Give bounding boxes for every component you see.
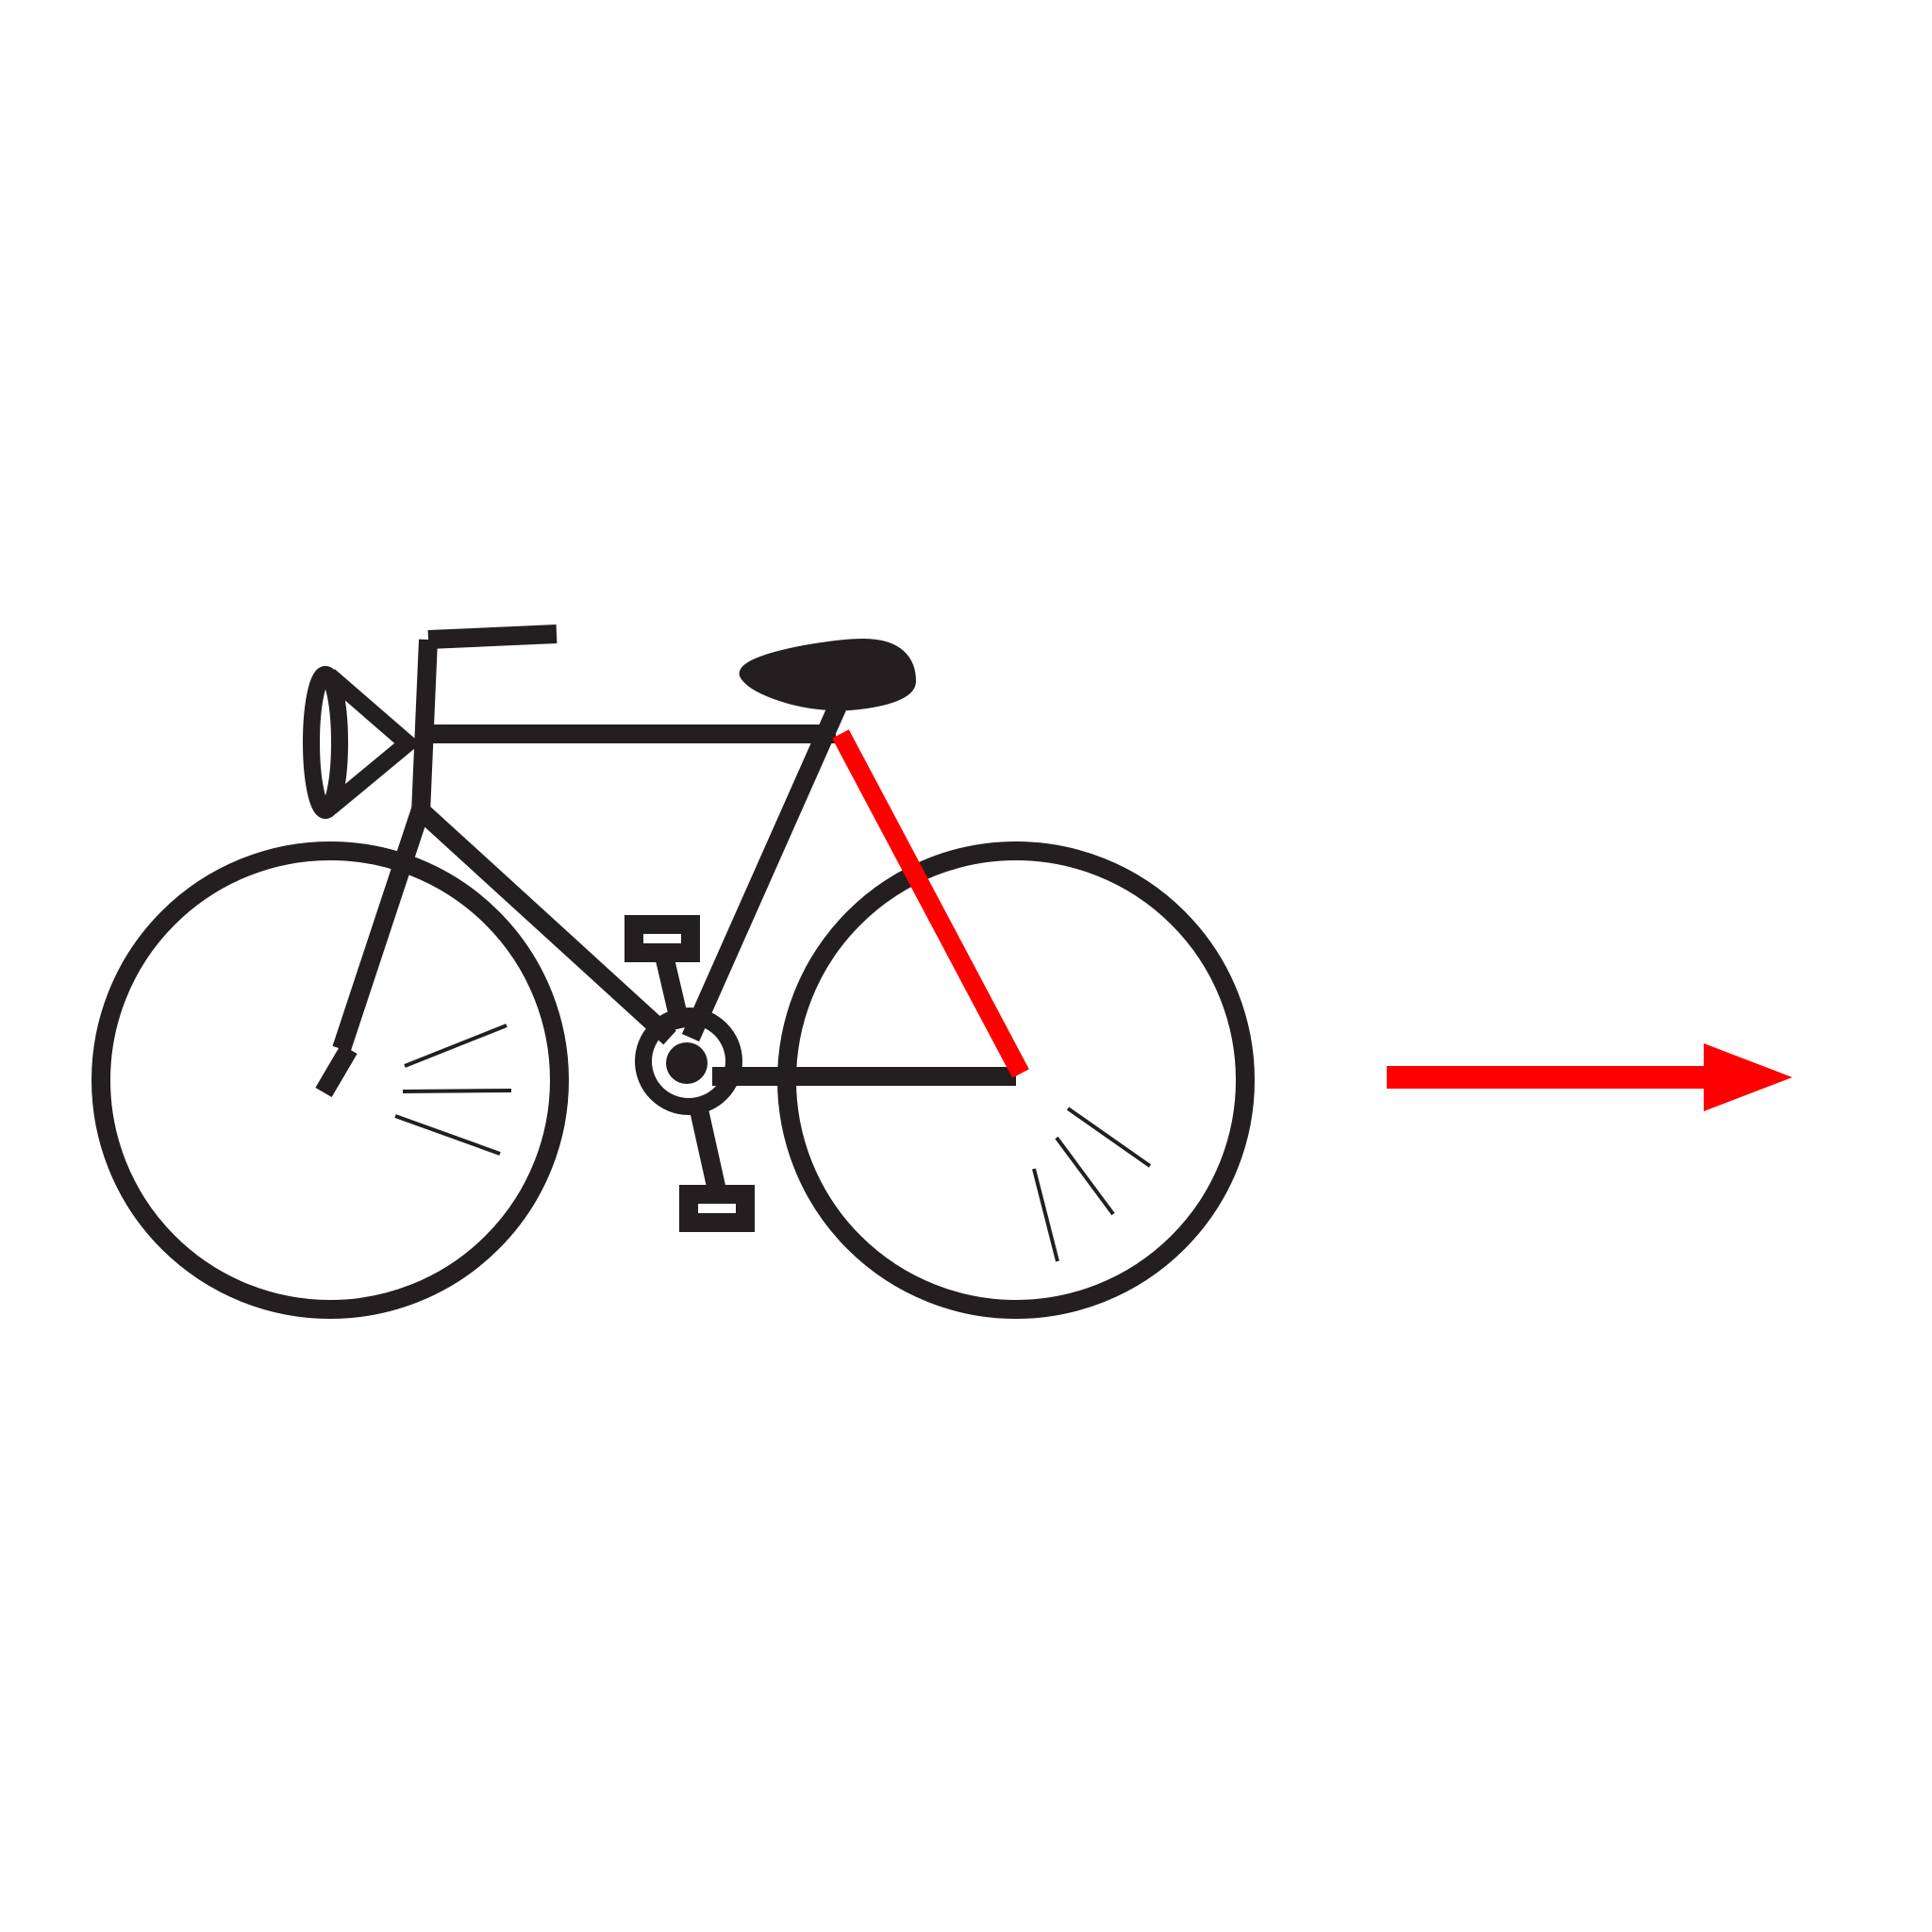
head-tube (411, 639, 438, 814)
crank-arm-lower (689, 1103, 726, 1193)
pedal-upper (625, 915, 700, 962)
crank-arm-upper (655, 953, 691, 1031)
chainring (635, 1008, 742, 1115)
arrow-head (1704, 1043, 1792, 1111)
rear-wheel-spoke-lines (1032, 1107, 1152, 1262)
pedal-lower (679, 1185, 755, 1232)
bicycle-icon (92, 625, 1255, 1319)
crank-hub (666, 1042, 708, 1084)
handlebar (427, 625, 558, 649)
front-wheel (92, 841, 569, 1319)
seat-stay-highlight (832, 729, 1029, 1078)
fork (332, 806, 430, 1053)
fork-tip (315, 1043, 358, 1098)
saddle (739, 638, 917, 711)
front-wheel-spoke-lines (394, 1024, 512, 1156)
seat-tube (681, 680, 857, 1042)
lamp-bracket (324, 669, 421, 814)
down-tube (417, 806, 676, 1045)
lamp-lens (303, 666, 348, 819)
arrow-right-icon (1387, 1043, 1792, 1111)
